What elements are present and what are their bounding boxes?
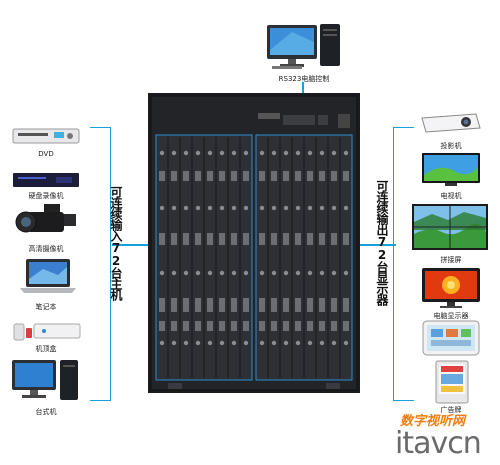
- output-label-tv: 电视机: [440, 192, 462, 200]
- input-label-laptop: 笔记本: [35, 303, 57, 311]
- input-device-set-top-box: [12, 318, 82, 342]
- input-device-laptop: [18, 257, 78, 295]
- output-capacity-label: 可连续输出72台显示器: [375, 180, 389, 305]
- output-label-advertising-display: 广告牌: [440, 406, 462, 414]
- desktop-pc-icon: [12, 360, 78, 400]
- output-device-video-wall: [412, 204, 488, 250]
- dvr-icon: [13, 173, 79, 187]
- touch-screen-icon: [422, 320, 480, 356]
- video-wall-icon: [412, 204, 488, 250]
- output-device-touch-screen: [422, 320, 480, 356]
- output-bracket: [393, 127, 414, 401]
- watermark-brand: itavcn: [395, 426, 482, 461]
- matrix-switcher-chassis: [148, 93, 360, 393]
- input-bracket: [90, 127, 111, 401]
- projector-icon: [421, 113, 481, 133]
- output-label-video-wall: 拼接屏: [440, 256, 462, 264]
- input-device-camcorder: [14, 200, 80, 242]
- input-label-desktop: 台式机: [35, 408, 57, 416]
- input-label-dvr: 硬盘录像机: [28, 192, 64, 200]
- input-device-dvd: [12, 125, 80, 147]
- computer-monitor-icon: [422, 268, 480, 308]
- dvd-player-icon: [12, 128, 80, 144]
- camcorder-icon: [15, 204, 76, 233]
- watermark-site-name: 数字视听网: [400, 414, 466, 429]
- set-top-box-icon: [13, 323, 81, 341]
- output-connector-line: [360, 244, 396, 246]
- output-device-monitor: [418, 266, 484, 310]
- input-connector-line: [112, 244, 148, 246]
- tv-icon: [422, 153, 480, 186]
- output-label-monitor: 电脑显示器: [433, 312, 469, 320]
- output-device-advertising-display: [432, 360, 472, 404]
- input-label-dvd: DVD: [38, 150, 54, 158]
- advertising-display-icon: [435, 360, 469, 404]
- input-capacity-label: 可连续输入72台主机: [109, 186, 123, 300]
- input-device-desktop: [8, 356, 82, 402]
- input-label-set-top-box: 机顶盒: [35, 345, 57, 353]
- control-computer-label: RS323电脑控制: [278, 75, 330, 83]
- input-device-dvr: [12, 170, 80, 190]
- output-label-projector: 投影机: [440, 142, 462, 150]
- desktop-computer-icon: [267, 24, 340, 69]
- input-label-camcorder: 高清摄像机: [28, 245, 64, 253]
- laptop-icon: [20, 259, 76, 293]
- control-computer: [262, 20, 346, 70]
- output-device-tv: [420, 151, 482, 189]
- output-device-projector: [418, 108, 484, 138]
